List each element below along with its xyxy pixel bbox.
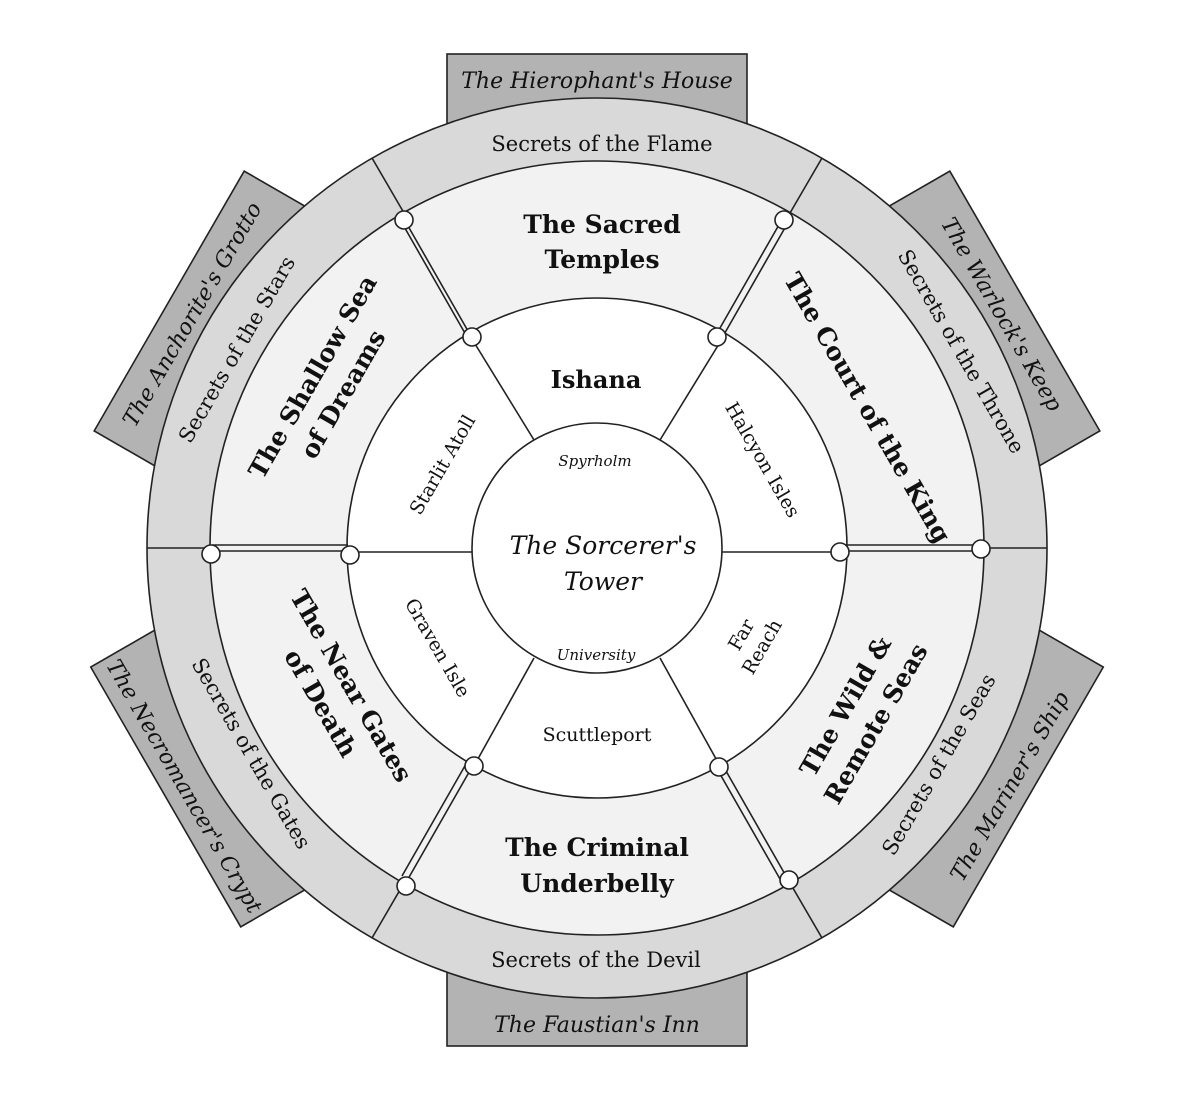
node xyxy=(830,542,850,562)
node xyxy=(779,870,799,890)
divider xyxy=(659,338,723,441)
node xyxy=(709,757,729,777)
node xyxy=(707,327,727,347)
node xyxy=(396,876,416,896)
inner-label-bottom: Scuttleport xyxy=(543,724,652,746)
middle-label-top-line2: Temples xyxy=(544,245,659,274)
node xyxy=(340,545,360,565)
connection-nodes xyxy=(201,210,991,896)
node xyxy=(394,210,414,230)
middle-label-top-line1: The Sacred xyxy=(523,210,680,239)
tab-bottom-label: The Faustian's Inn xyxy=(494,1013,700,1038)
node xyxy=(201,544,221,564)
divider xyxy=(471,338,535,441)
divider xyxy=(721,763,787,877)
middle-ring-dividers xyxy=(212,222,978,880)
inner-label-top: Ishana xyxy=(551,365,642,394)
divider xyxy=(407,225,473,339)
center-circle xyxy=(471,422,723,674)
divider xyxy=(789,882,823,939)
node xyxy=(464,756,484,776)
center-title-line2: Tower xyxy=(564,567,644,596)
divider xyxy=(371,157,405,214)
node xyxy=(971,539,991,559)
divider xyxy=(715,766,781,880)
divider xyxy=(407,766,473,880)
divider xyxy=(401,763,467,877)
divider xyxy=(715,222,781,336)
node xyxy=(462,327,482,347)
divider xyxy=(401,222,467,336)
outer-label-top: Secrets of the Flame xyxy=(491,132,712,156)
divider xyxy=(721,225,787,339)
node xyxy=(774,210,794,230)
inner-ring-dividers xyxy=(350,338,840,767)
center-title-line1: The Sorcerer's xyxy=(510,531,697,560)
middle-label-bottom-line1: The Criminal xyxy=(505,833,689,862)
divider xyxy=(659,657,721,767)
middle-label-bottom-line2: Underbelly xyxy=(520,869,675,898)
outer-label-bottom: Secrets of the Devil xyxy=(491,948,701,972)
divider xyxy=(473,657,535,767)
center-top-label: Spyrholm xyxy=(558,452,631,470)
tab-top-label: The Hierophant's House xyxy=(461,69,732,94)
divider xyxy=(789,157,823,214)
center-bottom-label: University xyxy=(557,646,636,664)
